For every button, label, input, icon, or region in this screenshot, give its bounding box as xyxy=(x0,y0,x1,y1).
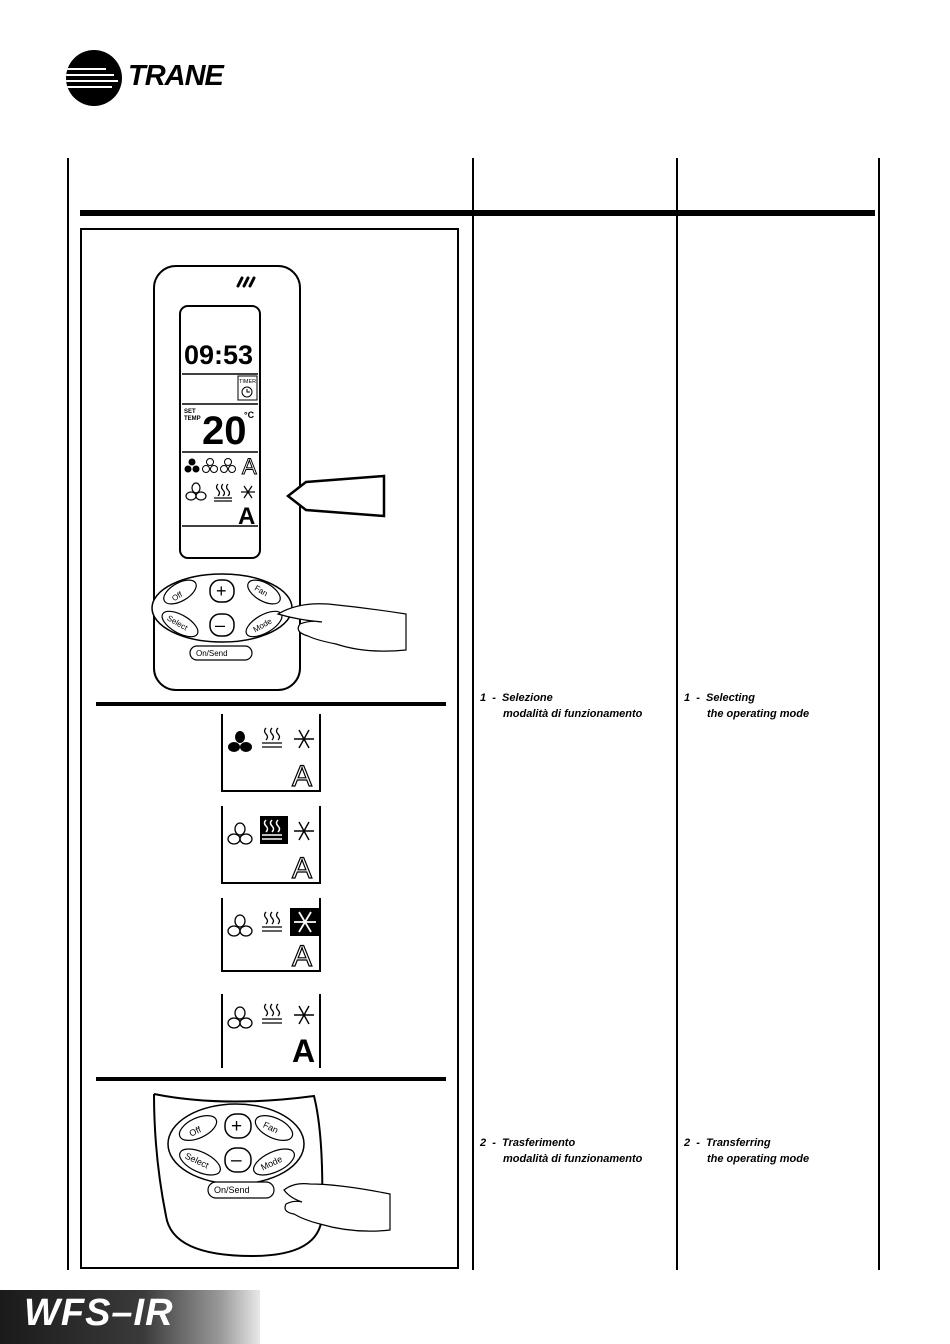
snowflake-icon xyxy=(294,1006,314,1024)
mode-screen-auto: A xyxy=(220,994,322,1070)
plus-button-label: + xyxy=(216,581,227,601)
auto-symbol: A xyxy=(292,760,312,793)
heat-icon xyxy=(262,728,282,747)
auto-symbol-active: A xyxy=(292,1033,315,1069)
fan-icon xyxy=(228,823,252,844)
fan-icon xyxy=(228,915,252,936)
column-rule-2 xyxy=(676,158,678,1270)
step-2-italian-line2: modalità di funzionamento xyxy=(503,1151,642,1167)
clock-display: 09:53 xyxy=(184,340,253,370)
heat-icon xyxy=(262,912,282,931)
brand-logo-text: TRANE xyxy=(128,60,223,93)
mode-screen-fan: A xyxy=(220,714,322,794)
pointer-arrow-icon xyxy=(288,476,384,516)
remote-keypad-illustration: Off Fan Select Mode + – On/Send xyxy=(150,1092,400,1260)
snowflake-icon xyxy=(294,822,314,840)
left-rule xyxy=(67,158,69,1270)
minus-button-label: – xyxy=(215,615,225,635)
step-1-italian-line2: modalità di funzionamento xyxy=(503,706,642,722)
column-rule-1 xyxy=(472,158,474,1270)
step-1-english-line2: the operating mode xyxy=(707,706,809,722)
section-divider-2 xyxy=(96,1077,446,1081)
on-send-button-label: On/Send xyxy=(196,649,228,658)
heat-icon xyxy=(262,1004,282,1023)
remote-control-illustration: 09:53 TIMER SET TEMP 20 °C A A Off Fan S… xyxy=(140,262,420,694)
plus-button-label: + xyxy=(231,1116,242,1137)
step-1-italian: 1 - Selezione xyxy=(480,690,553,706)
auto-mode-symbol: A xyxy=(238,503,255,530)
mode-screen-heat: A xyxy=(220,806,322,886)
temperature-display: 20 xyxy=(202,409,247,453)
footer-model-banner: WFS–IR xyxy=(0,1290,260,1344)
minus-button-label: – xyxy=(231,1150,242,1171)
step-1-english: 1 - Selecting xyxy=(684,690,755,706)
step-2-italian: 2 - Trasferimento xyxy=(480,1135,575,1151)
step-2-english: 2 - Transferring xyxy=(684,1135,771,1151)
step-2-english-line2: the operating mode xyxy=(707,1151,809,1167)
trane-logo-icon xyxy=(66,50,122,106)
snowflake-icon xyxy=(294,730,314,748)
header-bar xyxy=(80,210,875,216)
mode-screen-cool: A xyxy=(220,898,322,978)
model-name: WFS–IR xyxy=(24,1292,174,1335)
fan-icon xyxy=(228,1007,252,1028)
fan-icon xyxy=(228,731,252,752)
fan-auto-symbol: A xyxy=(242,454,257,479)
on-send-button-label: On/Send xyxy=(214,1185,250,1195)
right-rule xyxy=(878,158,880,1270)
auto-symbol: A xyxy=(292,852,312,885)
temperature-unit: °C xyxy=(244,410,255,420)
section-divider-1 xyxy=(96,702,446,706)
temp-label: TEMP xyxy=(184,416,201,422)
set-label: SET xyxy=(184,409,196,415)
auto-symbol: A xyxy=(292,940,312,973)
timer-label: TIMER xyxy=(239,379,256,385)
